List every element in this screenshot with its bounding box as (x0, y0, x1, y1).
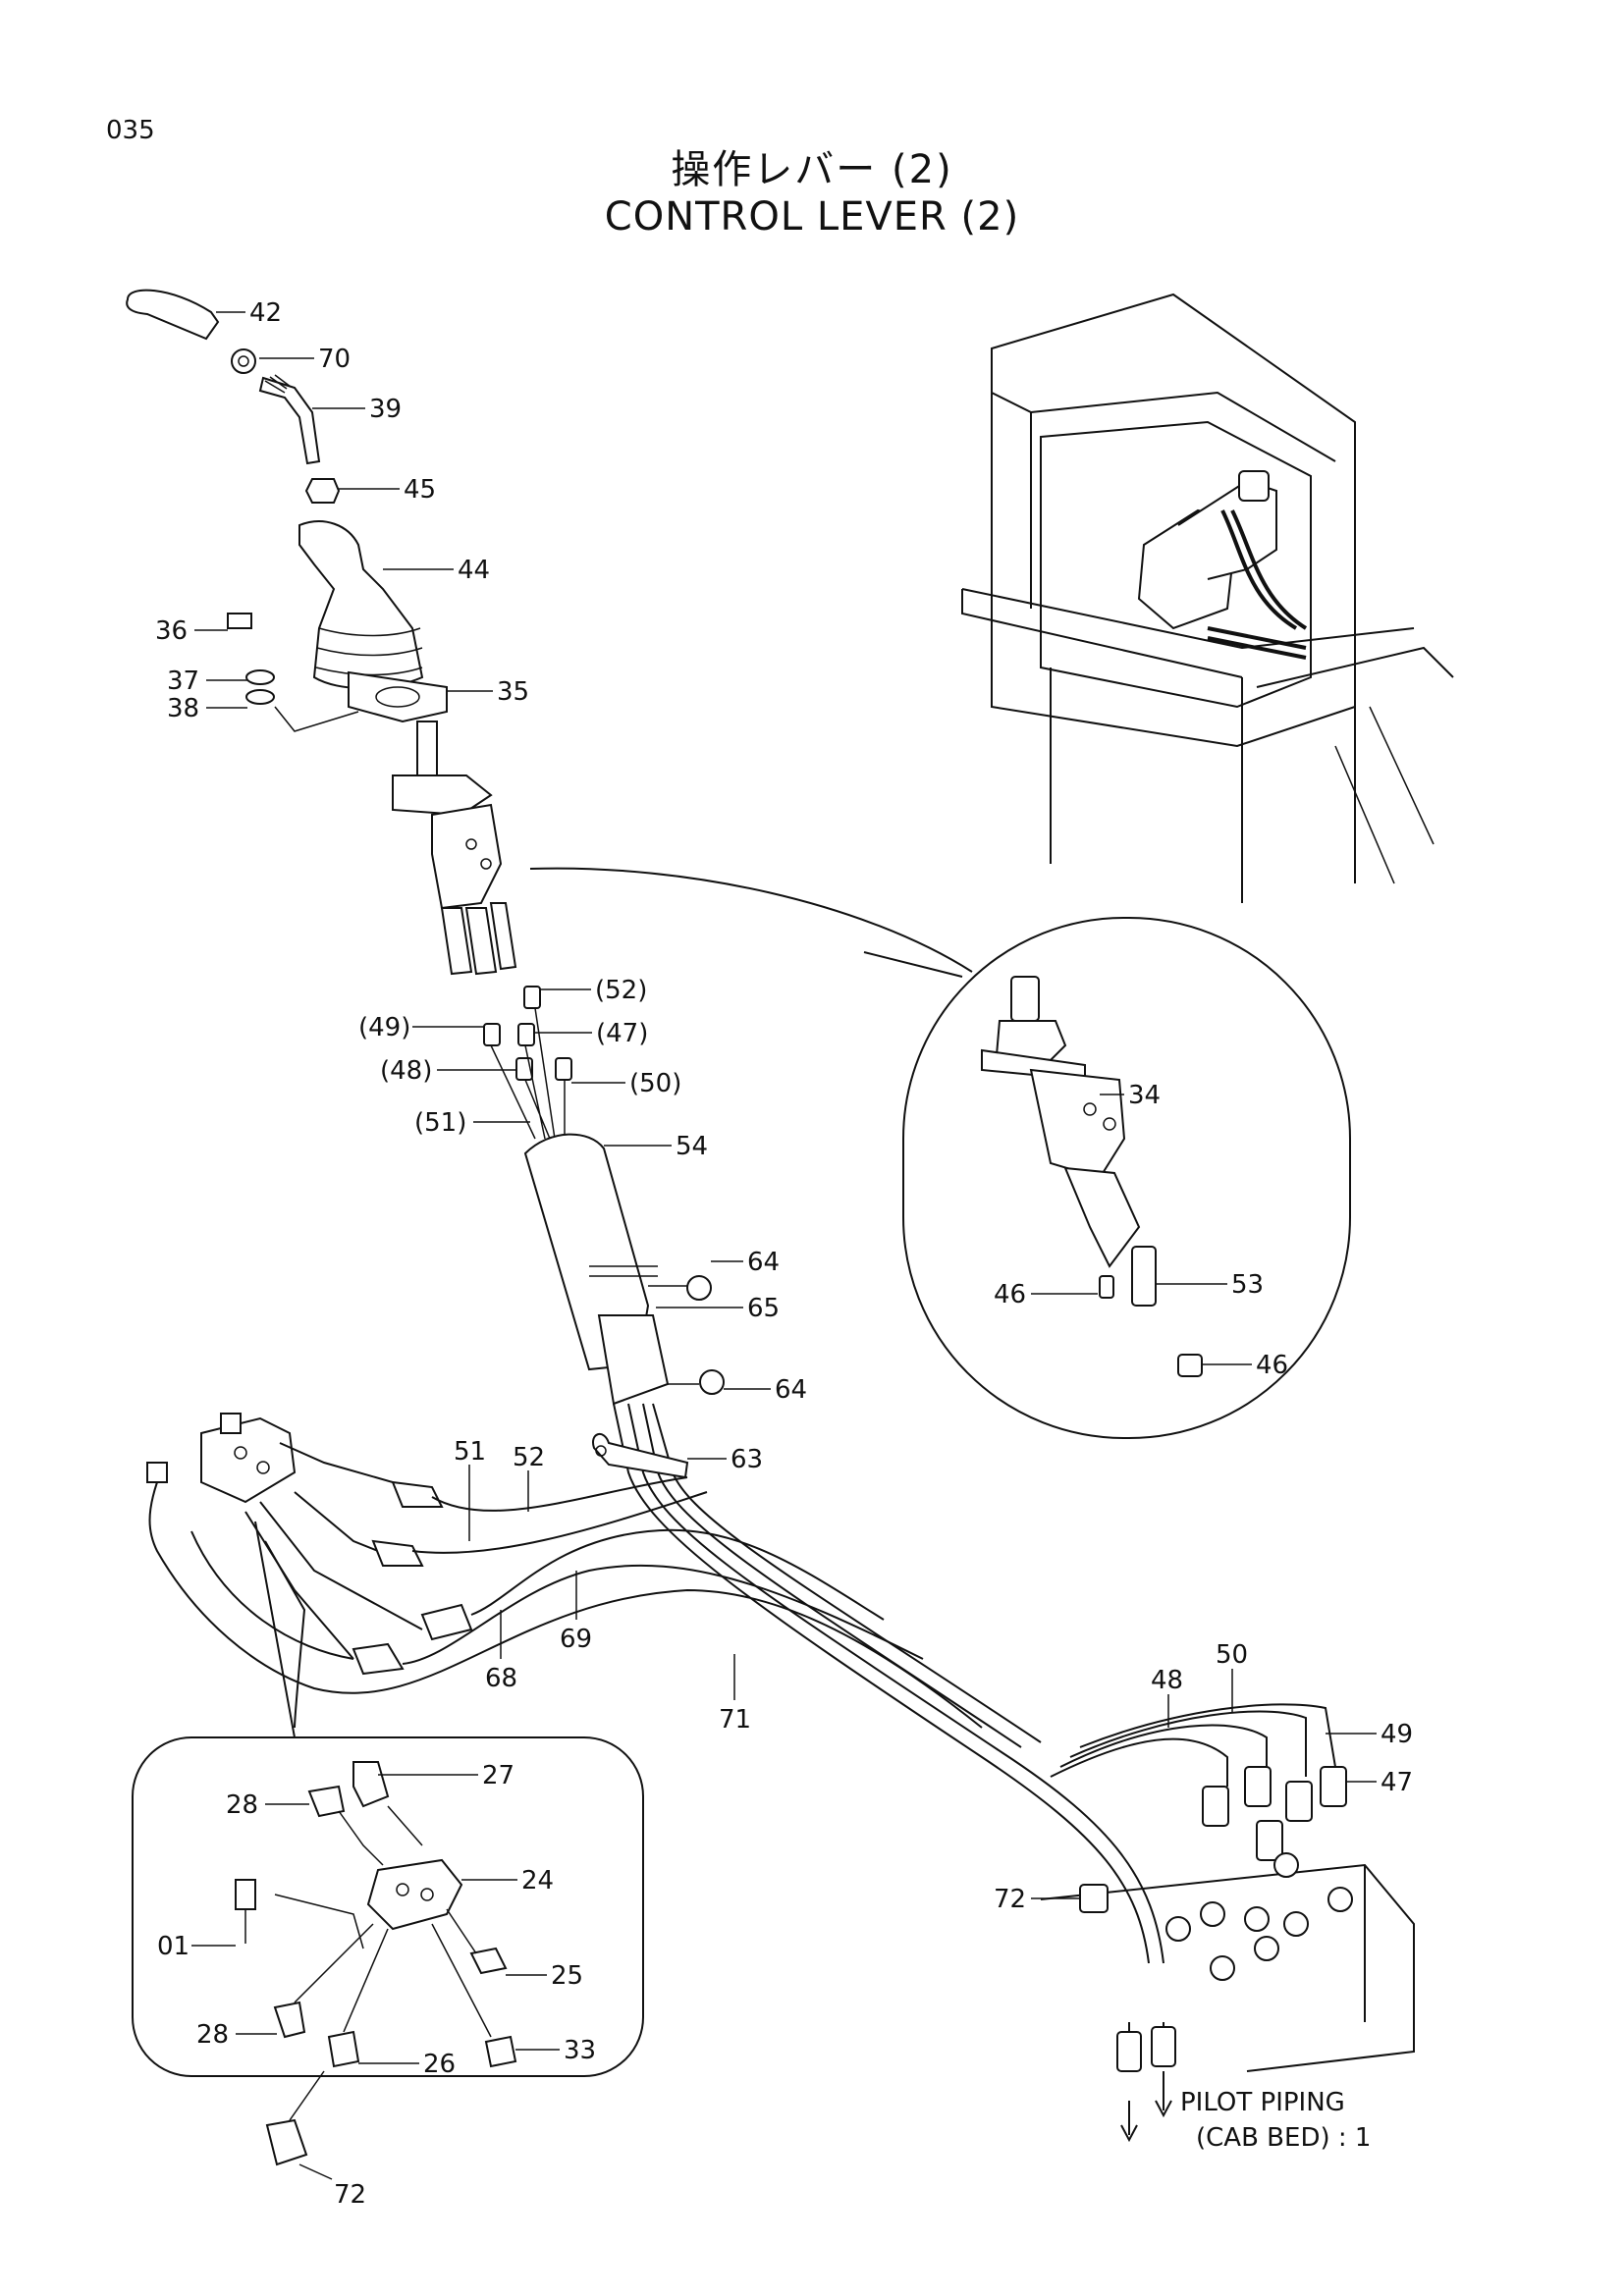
title-english: CONTROL LEVER (2) (604, 194, 1020, 240)
callout-72-lower: 72 (334, 2180, 366, 2210)
callout-27: 27 (482, 1761, 514, 1790)
pilot-piping-note-line1: PILOT PIPING (1180, 2088, 1345, 2117)
callout-51-ref: (51) (414, 1108, 466, 1138)
callout-34: 34 (1128, 1081, 1161, 1110)
callout-50-ref: (50) (629, 1069, 681, 1098)
callout-54: 54 (676, 1132, 708, 1161)
detail-pilot-valve (863, 917, 1351, 1439)
callout-25: 25 (551, 1961, 583, 1991)
title-japanese: 操作レバー (2) (671, 147, 953, 192)
callout-48: 48 (1151, 1666, 1183, 1695)
callout-52: 52 (513, 1443, 545, 1472)
callout-28-upper: 28 (226, 1790, 258, 1820)
callout-64-lower: 64 (775, 1375, 807, 1405)
callout-47: 47 (1380, 1768, 1413, 1797)
callout-28-lower: 28 (196, 2020, 229, 2050)
right-valve-block (1040, 1703, 1415, 2143)
callout-24: 24 (521, 1866, 554, 1896)
callout-50: 50 (1216, 1640, 1248, 1670)
lever-grip-assembly (126, 289, 973, 976)
left-valve-assembly (146, 1413, 983, 1729)
callout-48-ref: (48) (380, 1056, 432, 1086)
callout-51: 51 (454, 1437, 486, 1467)
callout-39: 39 (369, 395, 402, 424)
callout-46-lower: 46 (1256, 1351, 1288, 1380)
callout-45: 45 (404, 475, 436, 505)
callout-69: 69 (560, 1625, 592, 1654)
page-number: 035 (106, 116, 155, 145)
callout-71: 71 (719, 1705, 751, 1735)
callout-46-upper: 46 (994, 1280, 1026, 1309)
callout-49-ref: (49) (358, 1013, 410, 1042)
callout-01: 01 (157, 1932, 189, 1961)
callout-37: 37 (167, 667, 199, 696)
pilot-piping-note-line2: (CAB BED) : 1 (1196, 2123, 1371, 2153)
callout-49: 49 (1380, 1720, 1413, 1749)
callout-labels: 42 70 39 45 44 36 37 38 35 (52) (49) (47… (155, 298, 1413, 2210)
callout-70: 70 (318, 345, 351, 374)
hose-bundle (483, 986, 1164, 1964)
callout-65: 65 (747, 1294, 780, 1323)
cab-illustration (961, 293, 1454, 903)
callout-44: 44 (458, 556, 490, 585)
callout-47-ref: (47) (596, 1019, 648, 1048)
callout-26: 26 (423, 2050, 456, 2079)
callout-42: 42 (249, 298, 282, 328)
callout-33: 33 (564, 2036, 596, 2065)
callout-36: 36 (155, 616, 188, 646)
callout-64-upper: 64 (747, 1248, 780, 1277)
callout-52-ref: (52) (595, 976, 647, 1005)
callout-38: 38 (167, 694, 199, 723)
callout-35: 35 (497, 677, 529, 707)
callout-72-upper: 72 (994, 1885, 1026, 1914)
callout-53: 53 (1231, 1270, 1264, 1300)
detail-valve-fittings (132, 1521, 644, 2166)
callout-63: 63 (731, 1445, 763, 1474)
callout-68: 68 (485, 1664, 517, 1693)
